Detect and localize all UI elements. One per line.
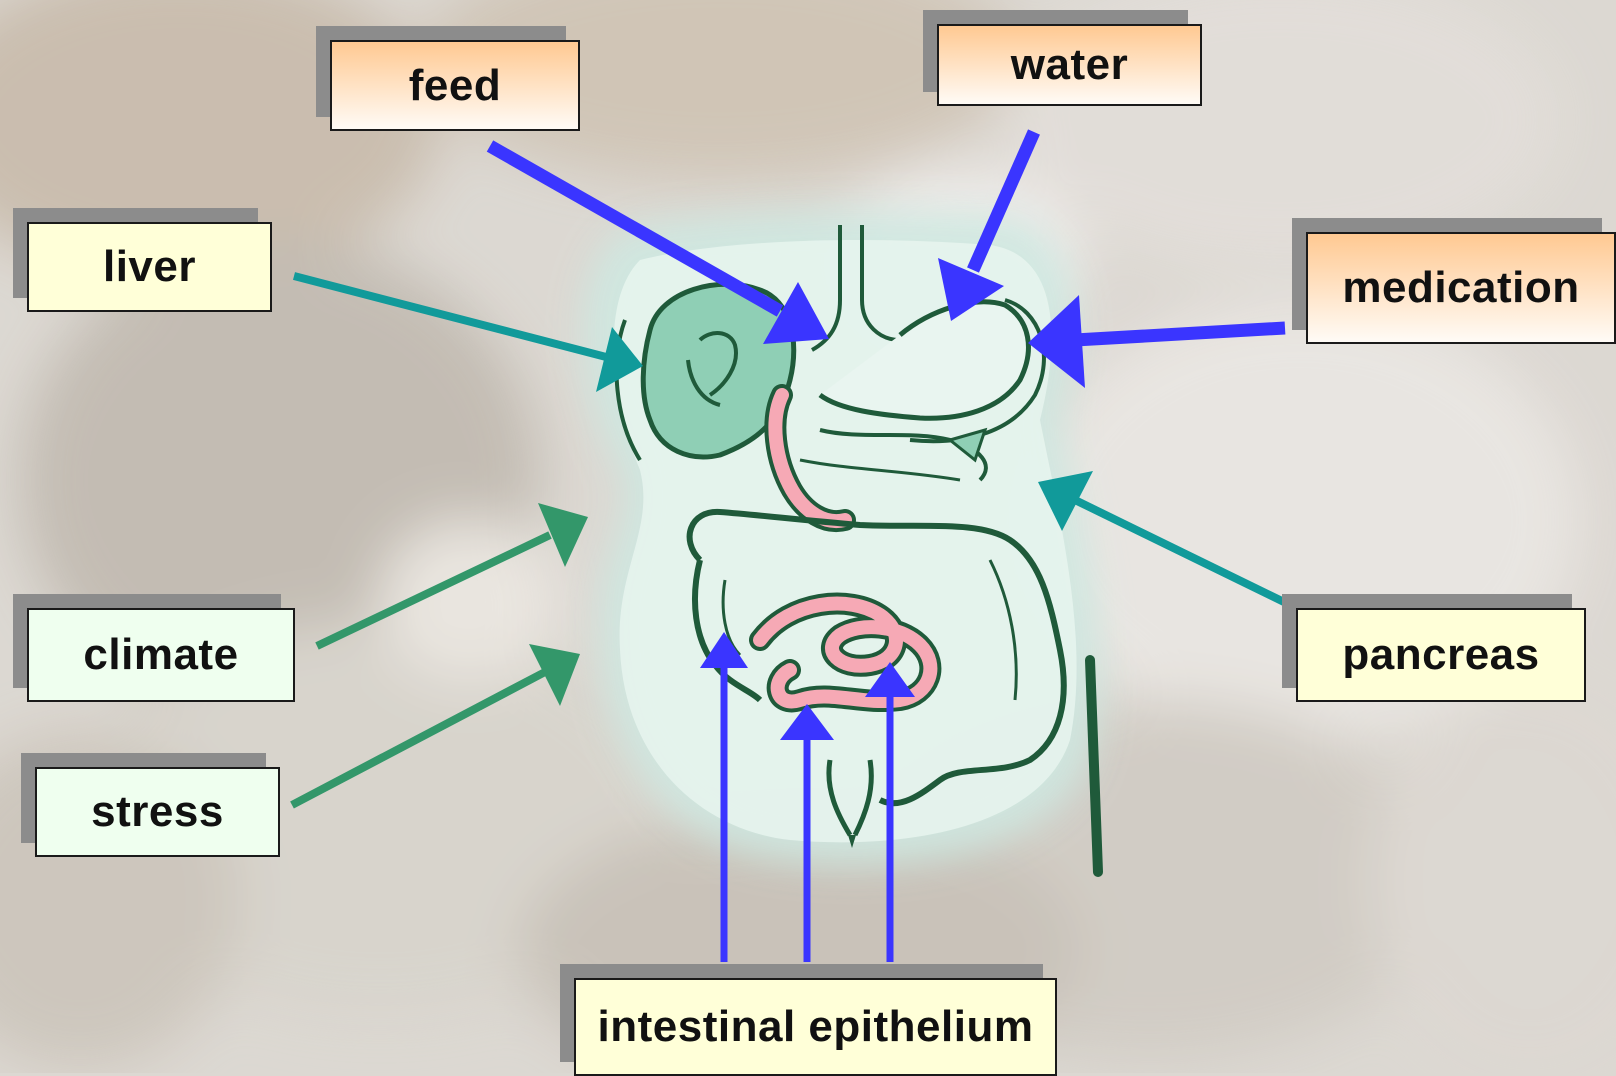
arrow-pancreas <box>1038 471 1284 602</box>
label-liver-text: liver <box>103 242 196 292</box>
label-medication-text: medication <box>1342 263 1579 313</box>
label-pancreas: pancreas <box>1296 608 1586 702</box>
arrow-epithelium-right <box>865 662 915 962</box>
label-intestinal-epithelium: intestinal epithelium <box>574 978 1057 1076</box>
label-water-text: water <box>1011 40 1128 90</box>
label-intestinal-epithelium-text: intestinal epithelium <box>598 1002 1034 1052</box>
arrow-stress <box>292 644 580 805</box>
arrow-liver <box>294 276 643 392</box>
label-medication: medication <box>1306 232 1616 344</box>
arrow-water <box>938 132 1034 321</box>
label-water: water <box>937 24 1202 106</box>
label-climate-text: climate <box>83 630 238 680</box>
label-stress-text: stress <box>91 787 224 837</box>
label-pancreas-text: pancreas <box>1342 630 1539 680</box>
arrow-feed <box>490 146 829 344</box>
label-liver: liver <box>27 222 272 312</box>
label-climate: climate <box>27 608 295 702</box>
arrow-epithelium-left <box>700 632 748 962</box>
label-stress: stress <box>35 767 280 857</box>
arrow-medication <box>1028 295 1285 388</box>
arrow-climate <box>317 503 588 646</box>
label-feed: feed <box>330 40 580 131</box>
arrow-epithelium-middle <box>780 704 834 962</box>
label-feed-text: feed <box>409 61 501 111</box>
